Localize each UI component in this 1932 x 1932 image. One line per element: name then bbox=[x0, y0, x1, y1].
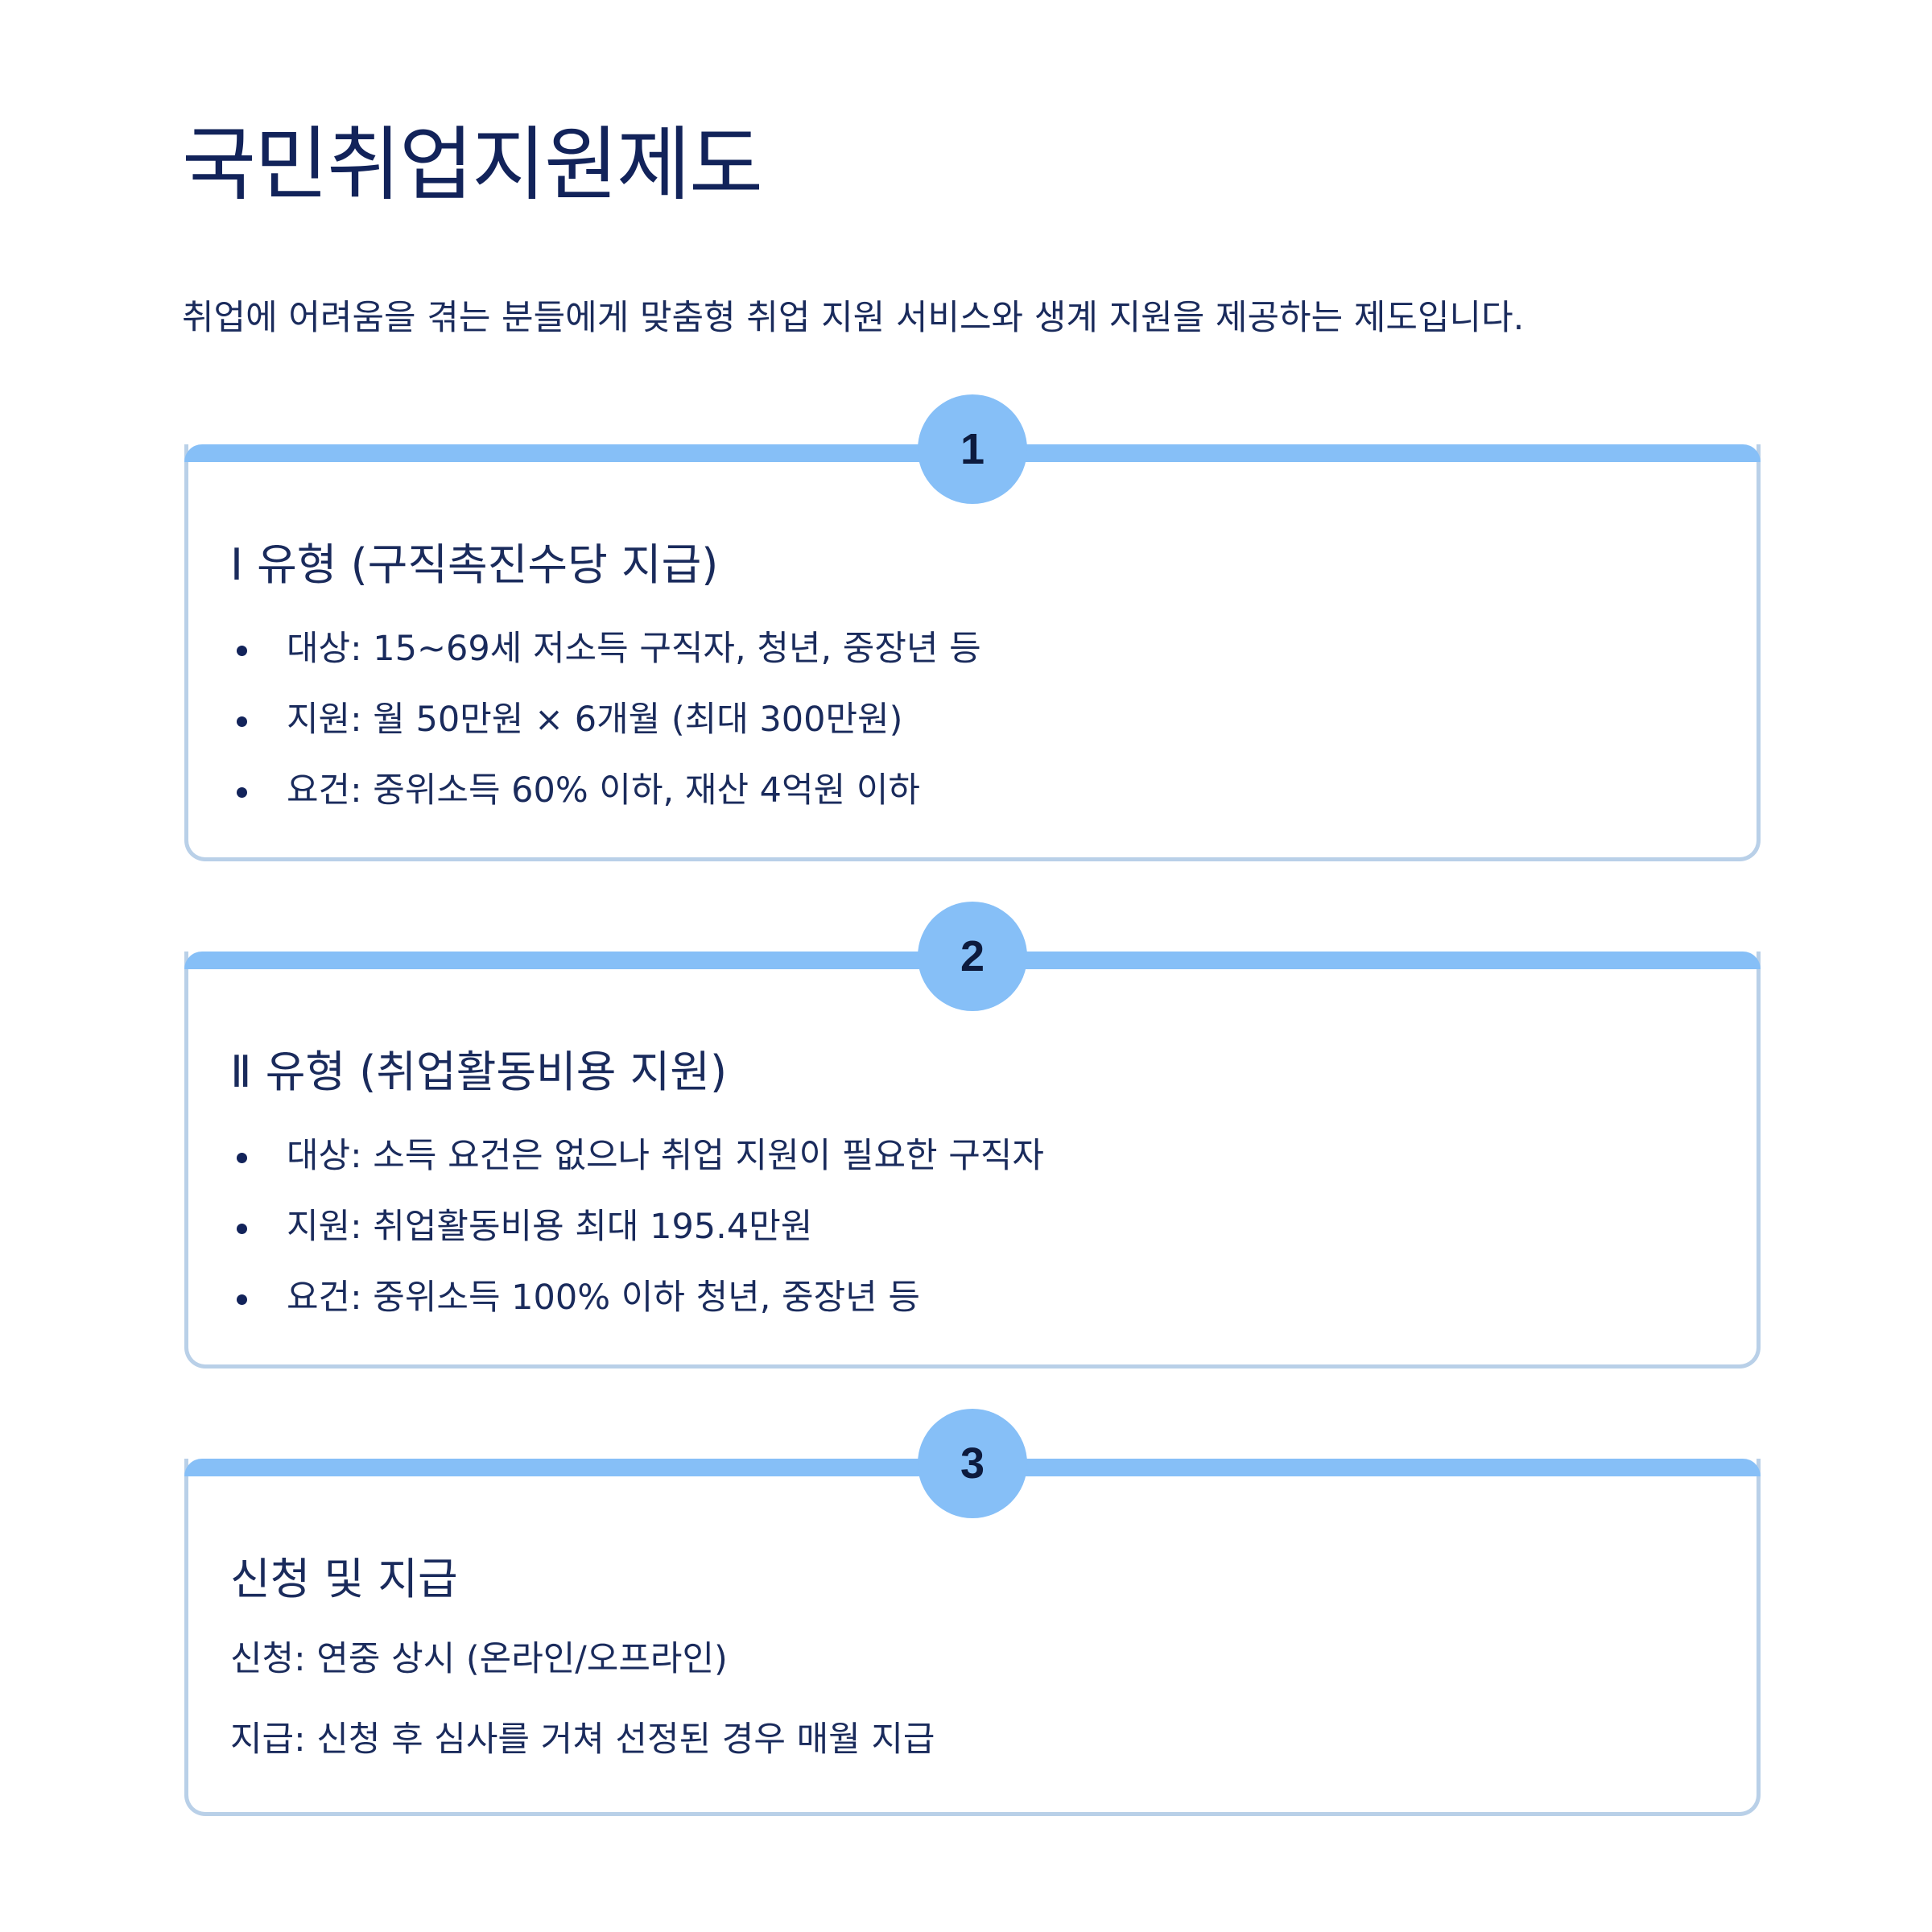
application-line: 신청: 연중 상시 (온라인/오프라인) bbox=[230, 1639, 728, 1679]
bullet-list: 대상: 소득 요건은 없으나 취업 지원이 필요한 구직자 지원: 취업활동비용… bbox=[230, 1121, 1044, 1333]
bullet-icon bbox=[237, 1224, 247, 1234]
card-heading: Ⅰ 유형 (구직촉진수당 지급) bbox=[230, 539, 719, 590]
step-number-badge: 3 bbox=[918, 1409, 1027, 1518]
card-application: 3 신청 및 지급 신청: 연중 상시 (온라인/오프라인) 지급: 신청 후 … bbox=[184, 1409, 1761, 1816]
card-type-2: 2 Ⅱ 유형 (취업활동비용 지원) 대상: 소득 요건은 없으나 취업 지원이… bbox=[184, 902, 1761, 1368]
bullet-icon bbox=[237, 716, 247, 727]
bullet-icon bbox=[237, 1294, 247, 1305]
list-item: 지원: 월 50만원 × 6개월 (최대 300만원) bbox=[230, 684, 981, 755]
payment-line: 지급: 신청 후 심사를 거쳐 선정된 경우 매월 지급 bbox=[230, 1719, 935, 1760]
bullet-icon bbox=[237, 646, 247, 656]
list-item-text: 지원: 취업활동비용 최대 195.4만원 bbox=[287, 1207, 813, 1247]
list-item-text: 요건: 중위소득 100% 이하 청년, 중장년 등 bbox=[287, 1278, 920, 1318]
list-item: 요건: 중위소득 60% 이하, 재산 4억원 이하 bbox=[230, 755, 981, 826]
list-item-text: 대상: 소득 요건은 없으나 취업 지원이 필요한 구직자 bbox=[287, 1136, 1044, 1176]
list-item-text: 요건: 중위소득 60% 이하, 재산 4억원 이하 bbox=[287, 770, 920, 811]
card-heading: 신청 및 지급 bbox=[230, 1554, 458, 1604]
list-item-text: 지원: 월 50만원 × 6개월 (최대 300만원) bbox=[287, 700, 903, 740]
list-item: 대상: 15~69세 저소득 구직자, 청년, 중장년 등 bbox=[230, 613, 981, 684]
bullet-icon bbox=[237, 1153, 247, 1163]
step-number-badge: 2 bbox=[918, 902, 1027, 1011]
list-item: 지원: 취업활동비용 최대 195.4만원 bbox=[230, 1191, 1044, 1262]
card-heading: Ⅱ 유형 (취업활동비용 지원) bbox=[230, 1046, 728, 1097]
bullet-icon bbox=[237, 787, 247, 798]
list-item-text: 대상: 15~69세 저소득 구직자, 청년, 중장년 등 bbox=[287, 629, 981, 669]
list-item: 요건: 중위소득 100% 이하 청년, 중장년 등 bbox=[230, 1262, 1044, 1333]
step-number-badge: 1 bbox=[918, 394, 1027, 504]
page-title: 국민취업지원제도 bbox=[182, 118, 763, 212]
card-type-1: 1 Ⅰ 유형 (구직촉진수당 지급) 대상: 15~69세 저소득 구직자, 청… bbox=[184, 394, 1761, 861]
list-item: 대상: 소득 요건은 없으나 취업 지원이 필요한 구직자 bbox=[230, 1121, 1044, 1191]
bullet-list: 대상: 15~69세 저소득 구직자, 청년, 중장년 등 지원: 월 50만원… bbox=[230, 613, 981, 826]
intro-text: 취업에 어려움을 겪는 분들에게 맞춤형 취업 지원 서비스와 생계 지원을 제… bbox=[182, 298, 1525, 338]
